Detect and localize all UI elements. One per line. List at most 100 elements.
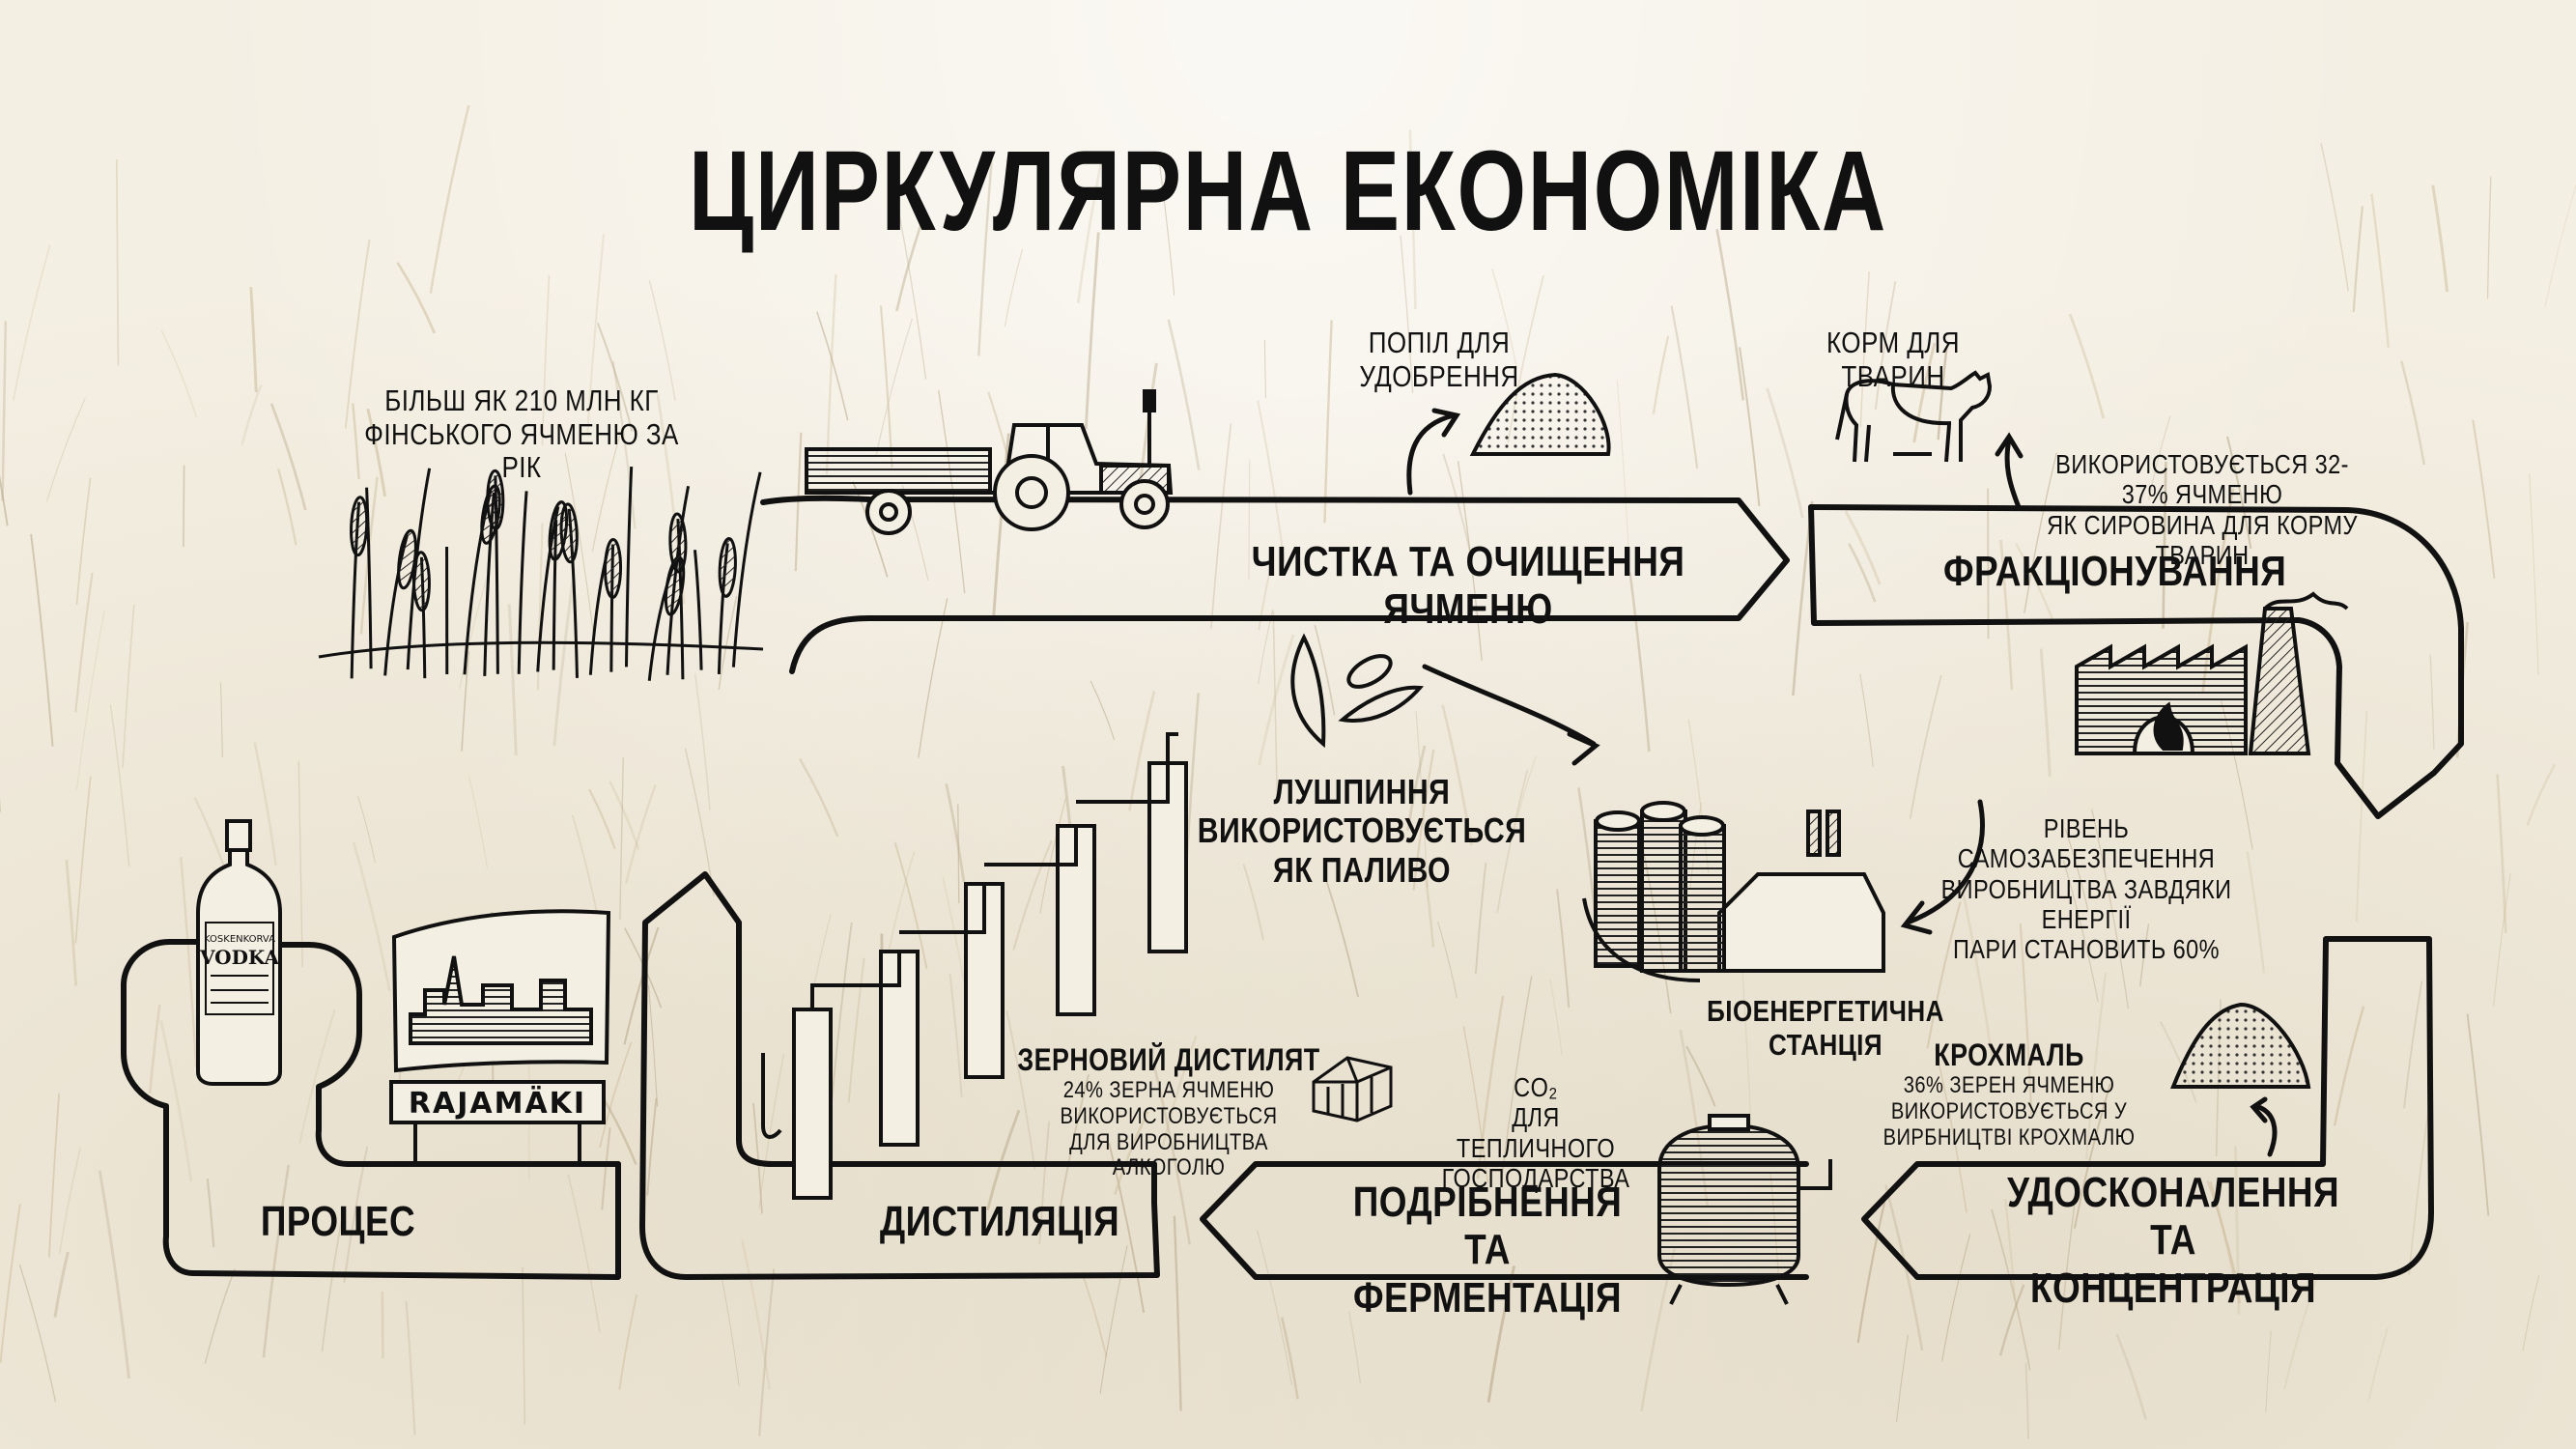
wheat-stalk (1556, 889, 1571, 1009)
wheat-stalk (2024, 1363, 2029, 1439)
wheat-stalk (2062, 860, 2099, 1003)
wheat-stalk (1859, 673, 1874, 767)
wheat-stalk (567, 1174, 601, 1333)
feed-share-note: ВИКОРИСТОВУЄТЬСЯ 32-37% ЯЧМЕНЮ ЯК СИРОВИ… (2047, 449, 2358, 571)
wheat-stalk (2064, 829, 2089, 910)
wheat-stalk (977, 160, 993, 356)
wheat-stalk (381, 1292, 384, 1359)
wheat-stalk (122, 604, 135, 768)
stage-cleaning: ЧИСТКА ТА ОЧИЩЕННЯ ЯЧМЕНЮ (1251, 538, 1685, 634)
wheat-stalk (647, 984, 659, 1107)
wheat-stalk (2265, 1330, 2272, 1413)
wheat-stalk (429, 104, 470, 294)
wheat-stalk (459, 566, 491, 690)
wheat-stalk (2057, 1180, 2079, 1350)
wheat-stalk (1935, 1047, 1967, 1213)
wheat-stalk (588, 788, 616, 849)
fermentation-tank-illustration (1657, 1114, 1832, 1305)
wheat-stalk (2162, 461, 2167, 629)
wheat-stalk (1486, 1265, 1516, 1403)
wheat-stalk (2403, 980, 2423, 1109)
wheat-stalk (1090, 680, 1116, 741)
wheat-stalk (586, 234, 606, 435)
wheat-stalk (1314, 624, 1336, 716)
cow-illustration (1835, 370, 1993, 463)
wheat-stalk (522, 1266, 526, 1425)
wheat-stalk (1628, 572, 1651, 753)
barley-ear (718, 537, 737, 598)
wheat-stalk (1012, 839, 1053, 951)
wheat-stalk (206, 1179, 215, 1248)
wheat-stalk (1874, 281, 1897, 410)
wheat-stalk (2024, 452, 2058, 613)
wheat-stalk (53, 1251, 70, 1318)
wheat-stalk (1437, 921, 1458, 999)
stage-refining: УДОСКОНАЛЕННЯ ТА КОНЦЕНТРАЦІЯ (2006, 1169, 2340, 1312)
wheat-stalk (1999, 539, 2014, 691)
barley-stem (693, 550, 703, 670)
wheat-stalk (204, 1268, 236, 1364)
husk-fuel-note: ЛУШПИННЯ ВИКОРИСТОВУЄТЬСЯ ЯК ПАЛИВО (1197, 772, 1527, 890)
wheat-stalk (1491, 268, 1518, 369)
wheat-stalk (1099, 1245, 1128, 1394)
barley-ear (668, 512, 688, 574)
wheat-stalk (945, 782, 966, 883)
wheat-stalk (948, 973, 963, 1097)
wheat-stalk (1549, 980, 1563, 1056)
wheat-stalk (816, 311, 849, 421)
wheat-stalk (1081, 1272, 1108, 1357)
grain-distillate-note: ЗЕРНОВИЙ ДИСТИЛЯТ 24% ЗЕРНА ЯЧМЕНЮ ВИКОР… (1017, 1042, 1320, 1181)
animal-feed-note: КОРМ ДЛЯ ТВАРИН (1826, 326, 1961, 393)
wheat-stalk (2466, 1013, 2490, 1216)
stage-process: ПРОЦЕС (260, 1198, 416, 1245)
wheat-stalk (1652, 335, 1670, 414)
wheat-stalk (596, 322, 634, 432)
wheat-stalk (892, 185, 927, 380)
wheat-stalk (1058, 1073, 1090, 1217)
wheat-stalk (30, 533, 54, 747)
barley-ear (604, 538, 623, 600)
wheat-stalk (2115, 1333, 2147, 1420)
stage-fractionation: ФРАКЦІОНУВАННЯ (1943, 548, 2287, 595)
ash-fertilizer-note: ПОПІЛ ДЛЯ УДОБРЕННЯ (1359, 326, 1519, 393)
wheat-stalk (2148, 415, 2171, 500)
wheat-stalk (1325, 879, 1359, 998)
wheat-stalk (2015, 543, 2055, 625)
wheat-stalk (1004, 248, 1024, 327)
wheat-stalk (2493, 873, 2511, 1007)
wheat-stalk (2206, 1179, 2239, 1284)
wheat-stalk (1960, 884, 1994, 1057)
wheat-stalk (1616, 380, 1630, 560)
page-title: ЦИРКУЛЯРНА ЕКОНОМІКА (689, 128, 1887, 255)
wheat-stalk (461, 651, 470, 752)
wheat-stalk (12, 243, 51, 402)
wheat-stalk (541, 274, 551, 445)
wheat-stalk (467, 776, 489, 868)
wheat-stalk (1005, 1010, 1036, 1170)
wheat-stalk (1991, 1208, 2031, 1371)
wheat-stalk (1406, 745, 1427, 831)
wheat-stalk (1280, 1317, 1299, 1400)
wheat-stalk (45, 397, 86, 502)
wheat-stalk (262, 1164, 291, 1358)
wheat-stalk (591, 427, 623, 553)
wheat-stalk (2333, 1006, 2365, 1126)
wheat-stalk (1258, 634, 1295, 766)
barley-ear (486, 469, 505, 530)
wheat-stalk (2400, 360, 2426, 466)
wheat-stalk (2431, 185, 2449, 293)
starch-pile-illustration (2170, 1002, 2311, 1089)
wheat-stalk (1272, 611, 1278, 799)
wheat-stalk (2368, 1327, 2389, 1401)
wheat-stalk (269, 403, 307, 511)
wheat-stalk (1685, 1045, 1716, 1107)
wheat-stalk (1937, 347, 1948, 440)
wheat-stalk (18, 1264, 57, 1403)
barley-stem (552, 520, 558, 670)
wheat-stalk (830, 922, 853, 1108)
wheat-stalk (352, 841, 391, 992)
wheat-stalk (2004, 1198, 2017, 1300)
wheat-stalk (2544, 184, 2576, 308)
barley-ear (350, 496, 369, 557)
wheat-stalk (1400, 235, 1414, 393)
